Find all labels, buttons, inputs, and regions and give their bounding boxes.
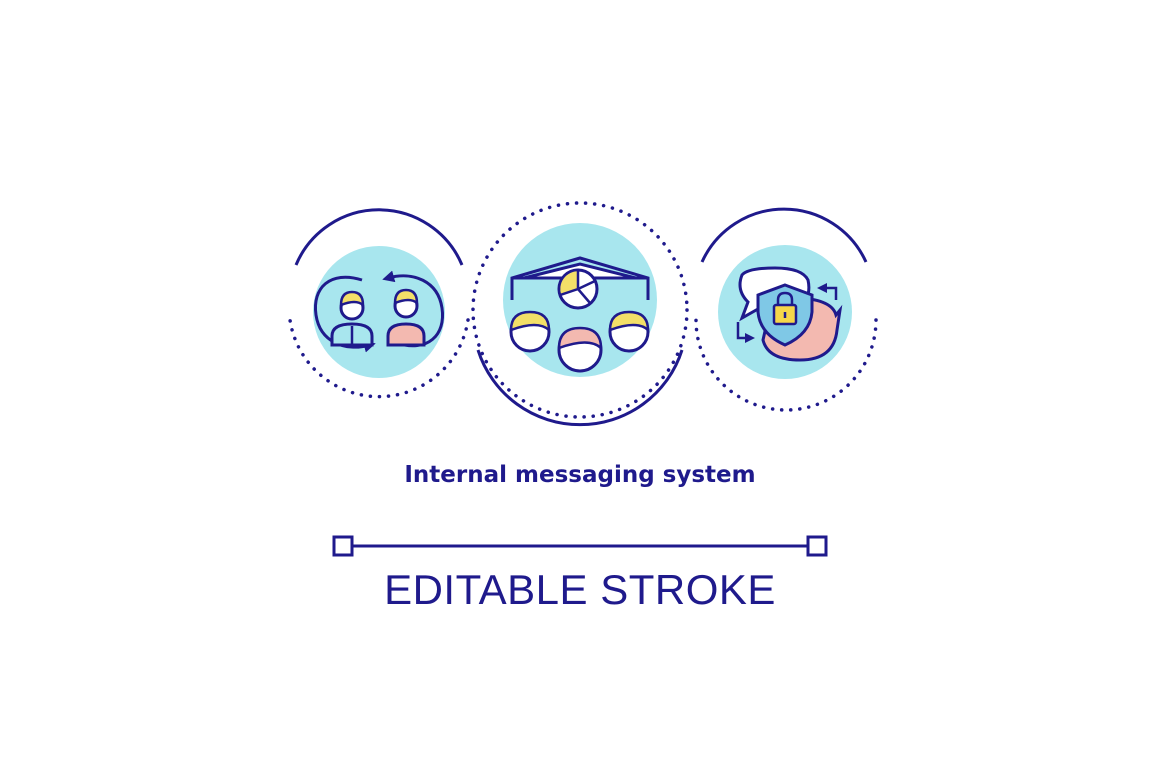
concept-title: Internal messaging system xyxy=(404,462,756,488)
stroke-handle-right xyxy=(806,535,828,557)
editable-stroke-line xyxy=(332,535,828,557)
secure-chat-icon xyxy=(694,207,878,412)
editable-stroke-label: EDITABLE STROKE xyxy=(384,566,776,613)
stroke-handle-left xyxy=(332,535,354,557)
team-meeting-icon xyxy=(471,201,689,427)
employee-exchange-icon xyxy=(288,208,470,399)
